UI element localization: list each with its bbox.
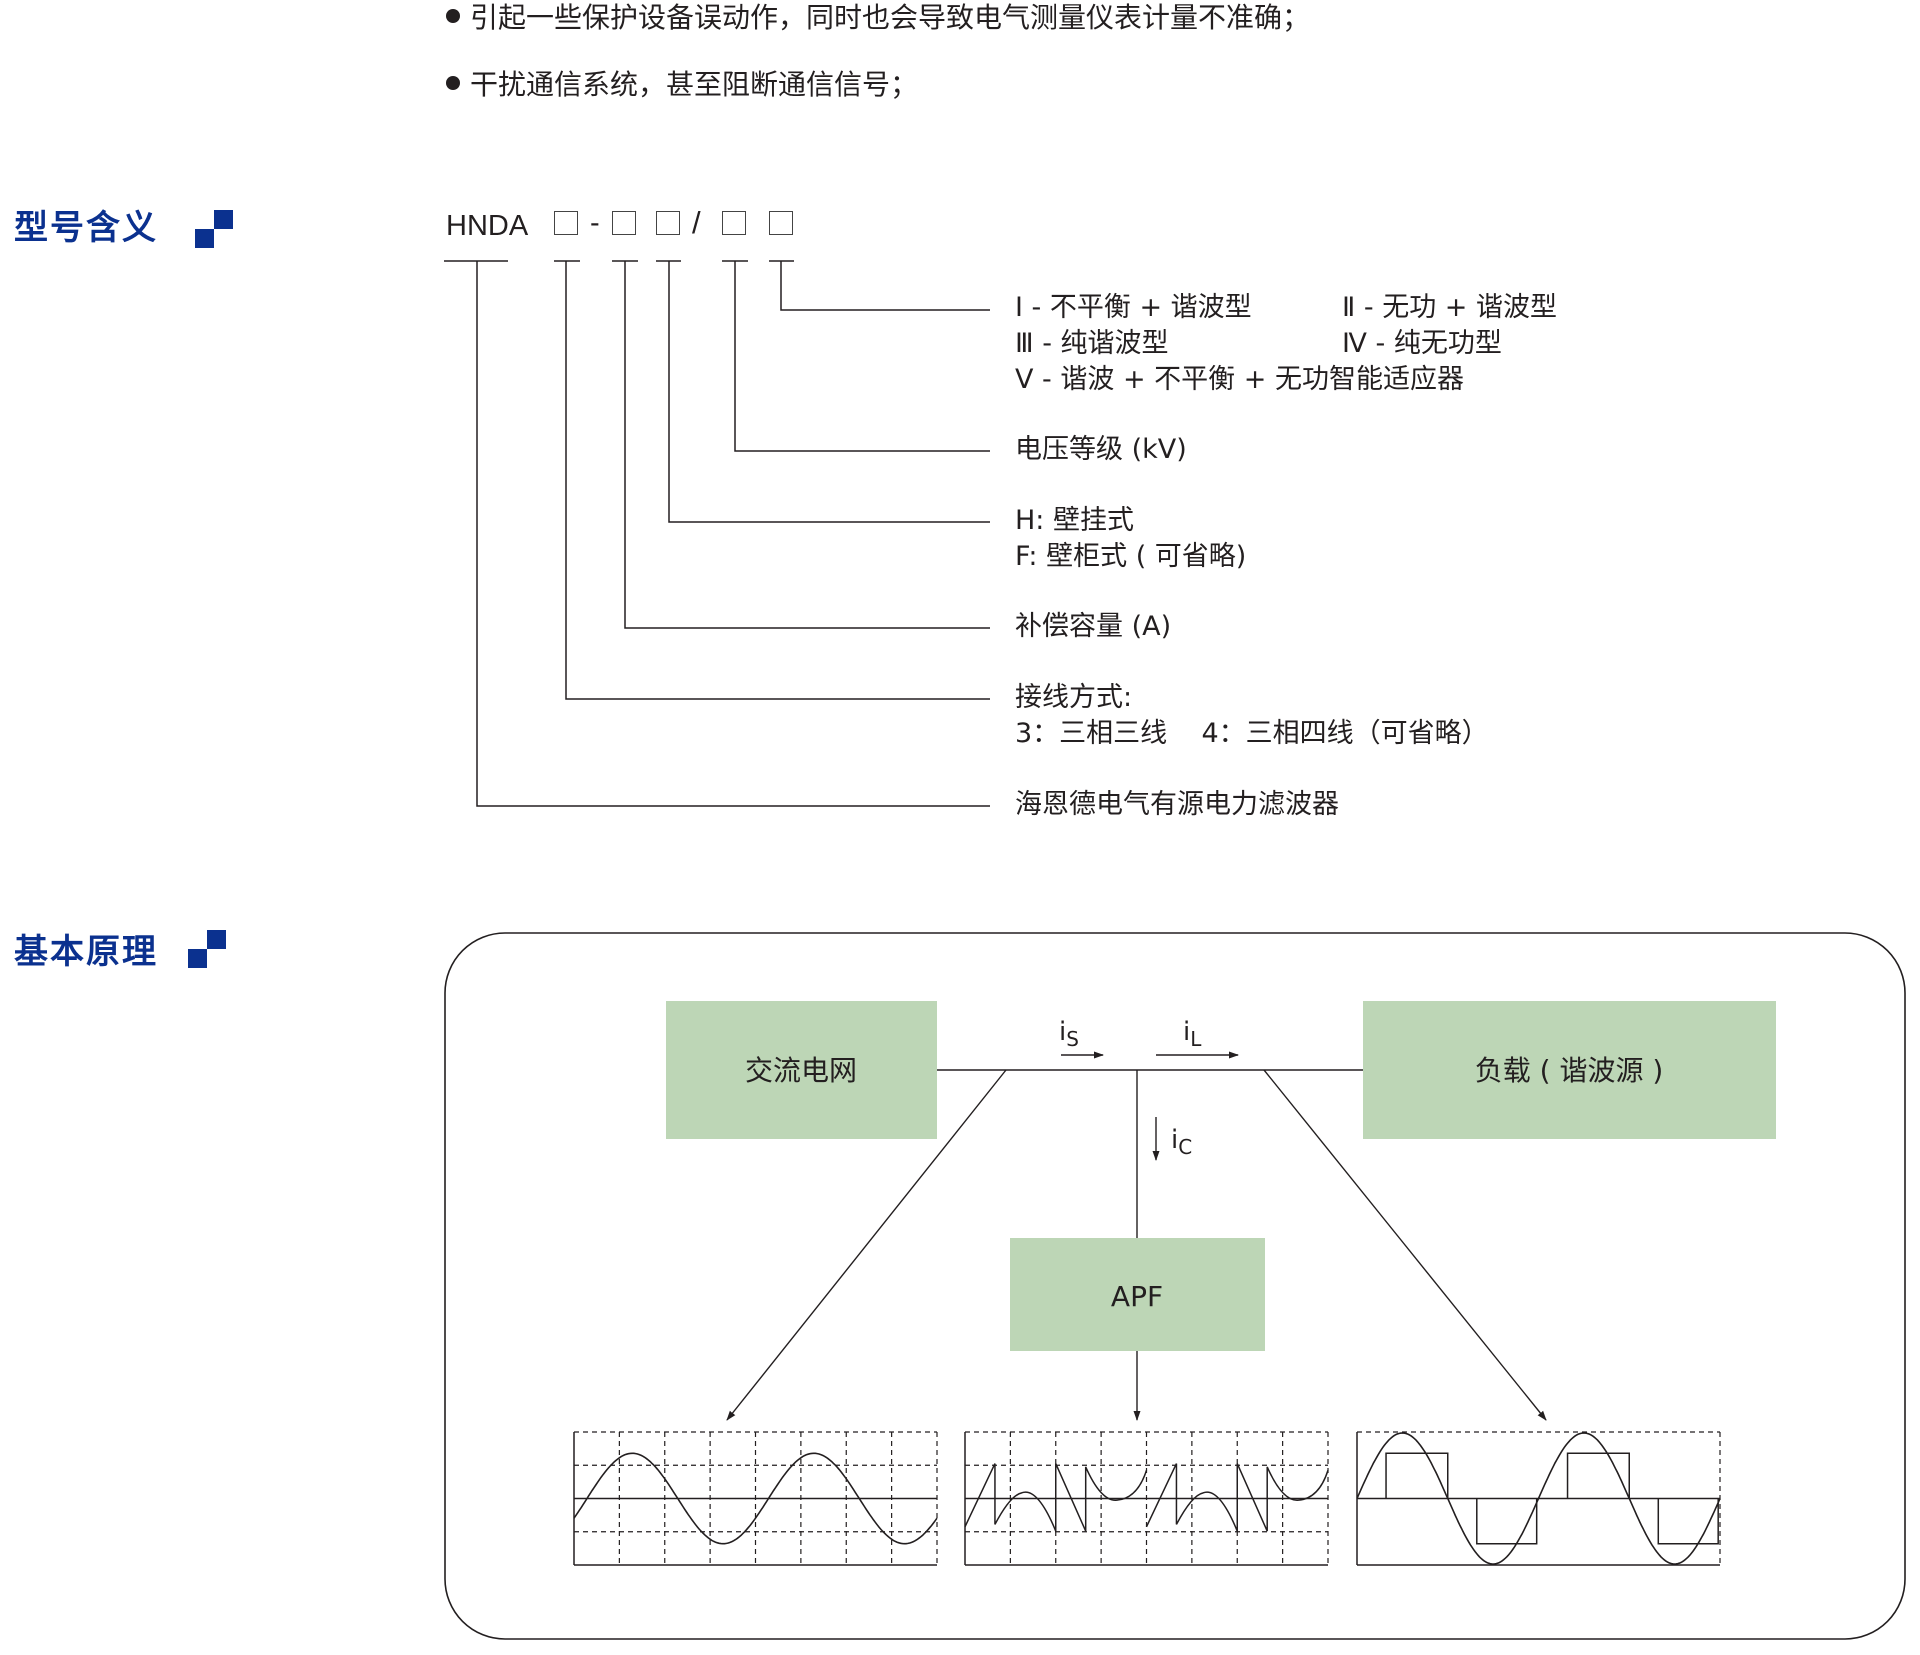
bullet-dot-icon — [446, 9, 460, 23]
bullet-item: 干扰通信系统，甚至阻断通信信号； — [446, 67, 918, 103]
model-code-leader-lines — [444, 260, 990, 807]
square-trace — [1385, 1452, 1719, 1545]
legend-mounting-f: F: 壁柜式 ( 可省略) — [1015, 541, 1247, 572]
section-marker-icon — [195, 210, 233, 248]
ic-label: iC — [1171, 1125, 1192, 1159]
code-slot-type — [769, 211, 793, 238]
model-prefix: HNDA — [446, 210, 529, 242]
bullet-text: 引起一些保护设备误动作，同时也会导致电气测量仪表计量不准确； — [470, 1, 1311, 34]
legend-mounting-h: H: 壁挂式 — [1015, 505, 1134, 536]
diagram-frame — [444, 932, 1906, 1640]
legend-voltage: 电压等级 (kV) — [1015, 434, 1187, 465]
block-grid-label: 交流电网 — [745, 1054, 857, 1087]
legend-capacity: 补偿容量 (A) — [1015, 611, 1172, 642]
legend-product: 海恩德电气有源电力滤波器 — [1015, 789, 1339, 820]
waveform-panel-compensation-current — [964, 1431, 1329, 1566]
is-label: iS — [1059, 1017, 1079, 1051]
code-slot-wiring — [554, 211, 578, 238]
legend-type-2: Ⅱ - 无功 + 谐波型 — [1342, 292, 1557, 323]
waveform-trace — [964, 1463, 1329, 1532]
block-load-label: 负载 ( 谐波源 ) — [1475, 1054, 1664, 1087]
code-slot-capacity — [612, 211, 636, 238]
model-code: HNDA — [446, 208, 528, 244]
code-slot-mounting — [656, 211, 680, 238]
waveform-panel-load-current — [1356, 1431, 1721, 1566]
code-slash: / — [692, 205, 701, 240]
bullet-text: 干扰通信系统，甚至阻断通信信号； — [470, 68, 919, 101]
code-slot-voltage — [722, 211, 746, 238]
bullet-item: 引起一些保护设备误动作，同时也会导致电气测量仪表计量不准确； — [446, 0, 1310, 36]
legend-type-4: Ⅳ - 纯无功型 — [1342, 328, 1502, 359]
legend-type-1: Ⅰ - 不平衡 + 谐波型 — [1015, 292, 1252, 323]
load-probe-arrow — [1263, 1069, 1547, 1421]
source-probe-arrow — [726, 1069, 1007, 1421]
block-grid — [666, 1001, 937, 1139]
legend-type-3: Ⅲ - 纯谐波型 — [1015, 328, 1169, 359]
section-title-model-meaning: 型号含义 — [14, 208, 158, 248]
block-apf-label: APF — [1111, 1280, 1163, 1313]
waveform-panel-source-current — [573, 1431, 938, 1566]
section-title-principle: 基本原理 — [14, 932, 158, 972]
block-apf — [1010, 1238, 1265, 1351]
bullet-dot-icon — [446, 76, 460, 90]
waveform-trace — [573, 1452, 938, 1545]
legend-wiring-options: 3：三相三线 4：三相四线（可省略） — [1015, 718, 1489, 749]
legend-wiring-label: 接线方式: — [1015, 682, 1133, 713]
legend-type-5: Ⅴ - 谐波 + 不平衡 + 无功智能适应器 — [1015, 364, 1464, 395]
block-load — [1363, 1001, 1776, 1139]
code-dash: - — [590, 207, 600, 239]
waveform-trace — [1356, 1432, 1721, 1565]
section-marker-icon — [188, 930, 226, 968]
il-label: iL — [1183, 1017, 1202, 1051]
